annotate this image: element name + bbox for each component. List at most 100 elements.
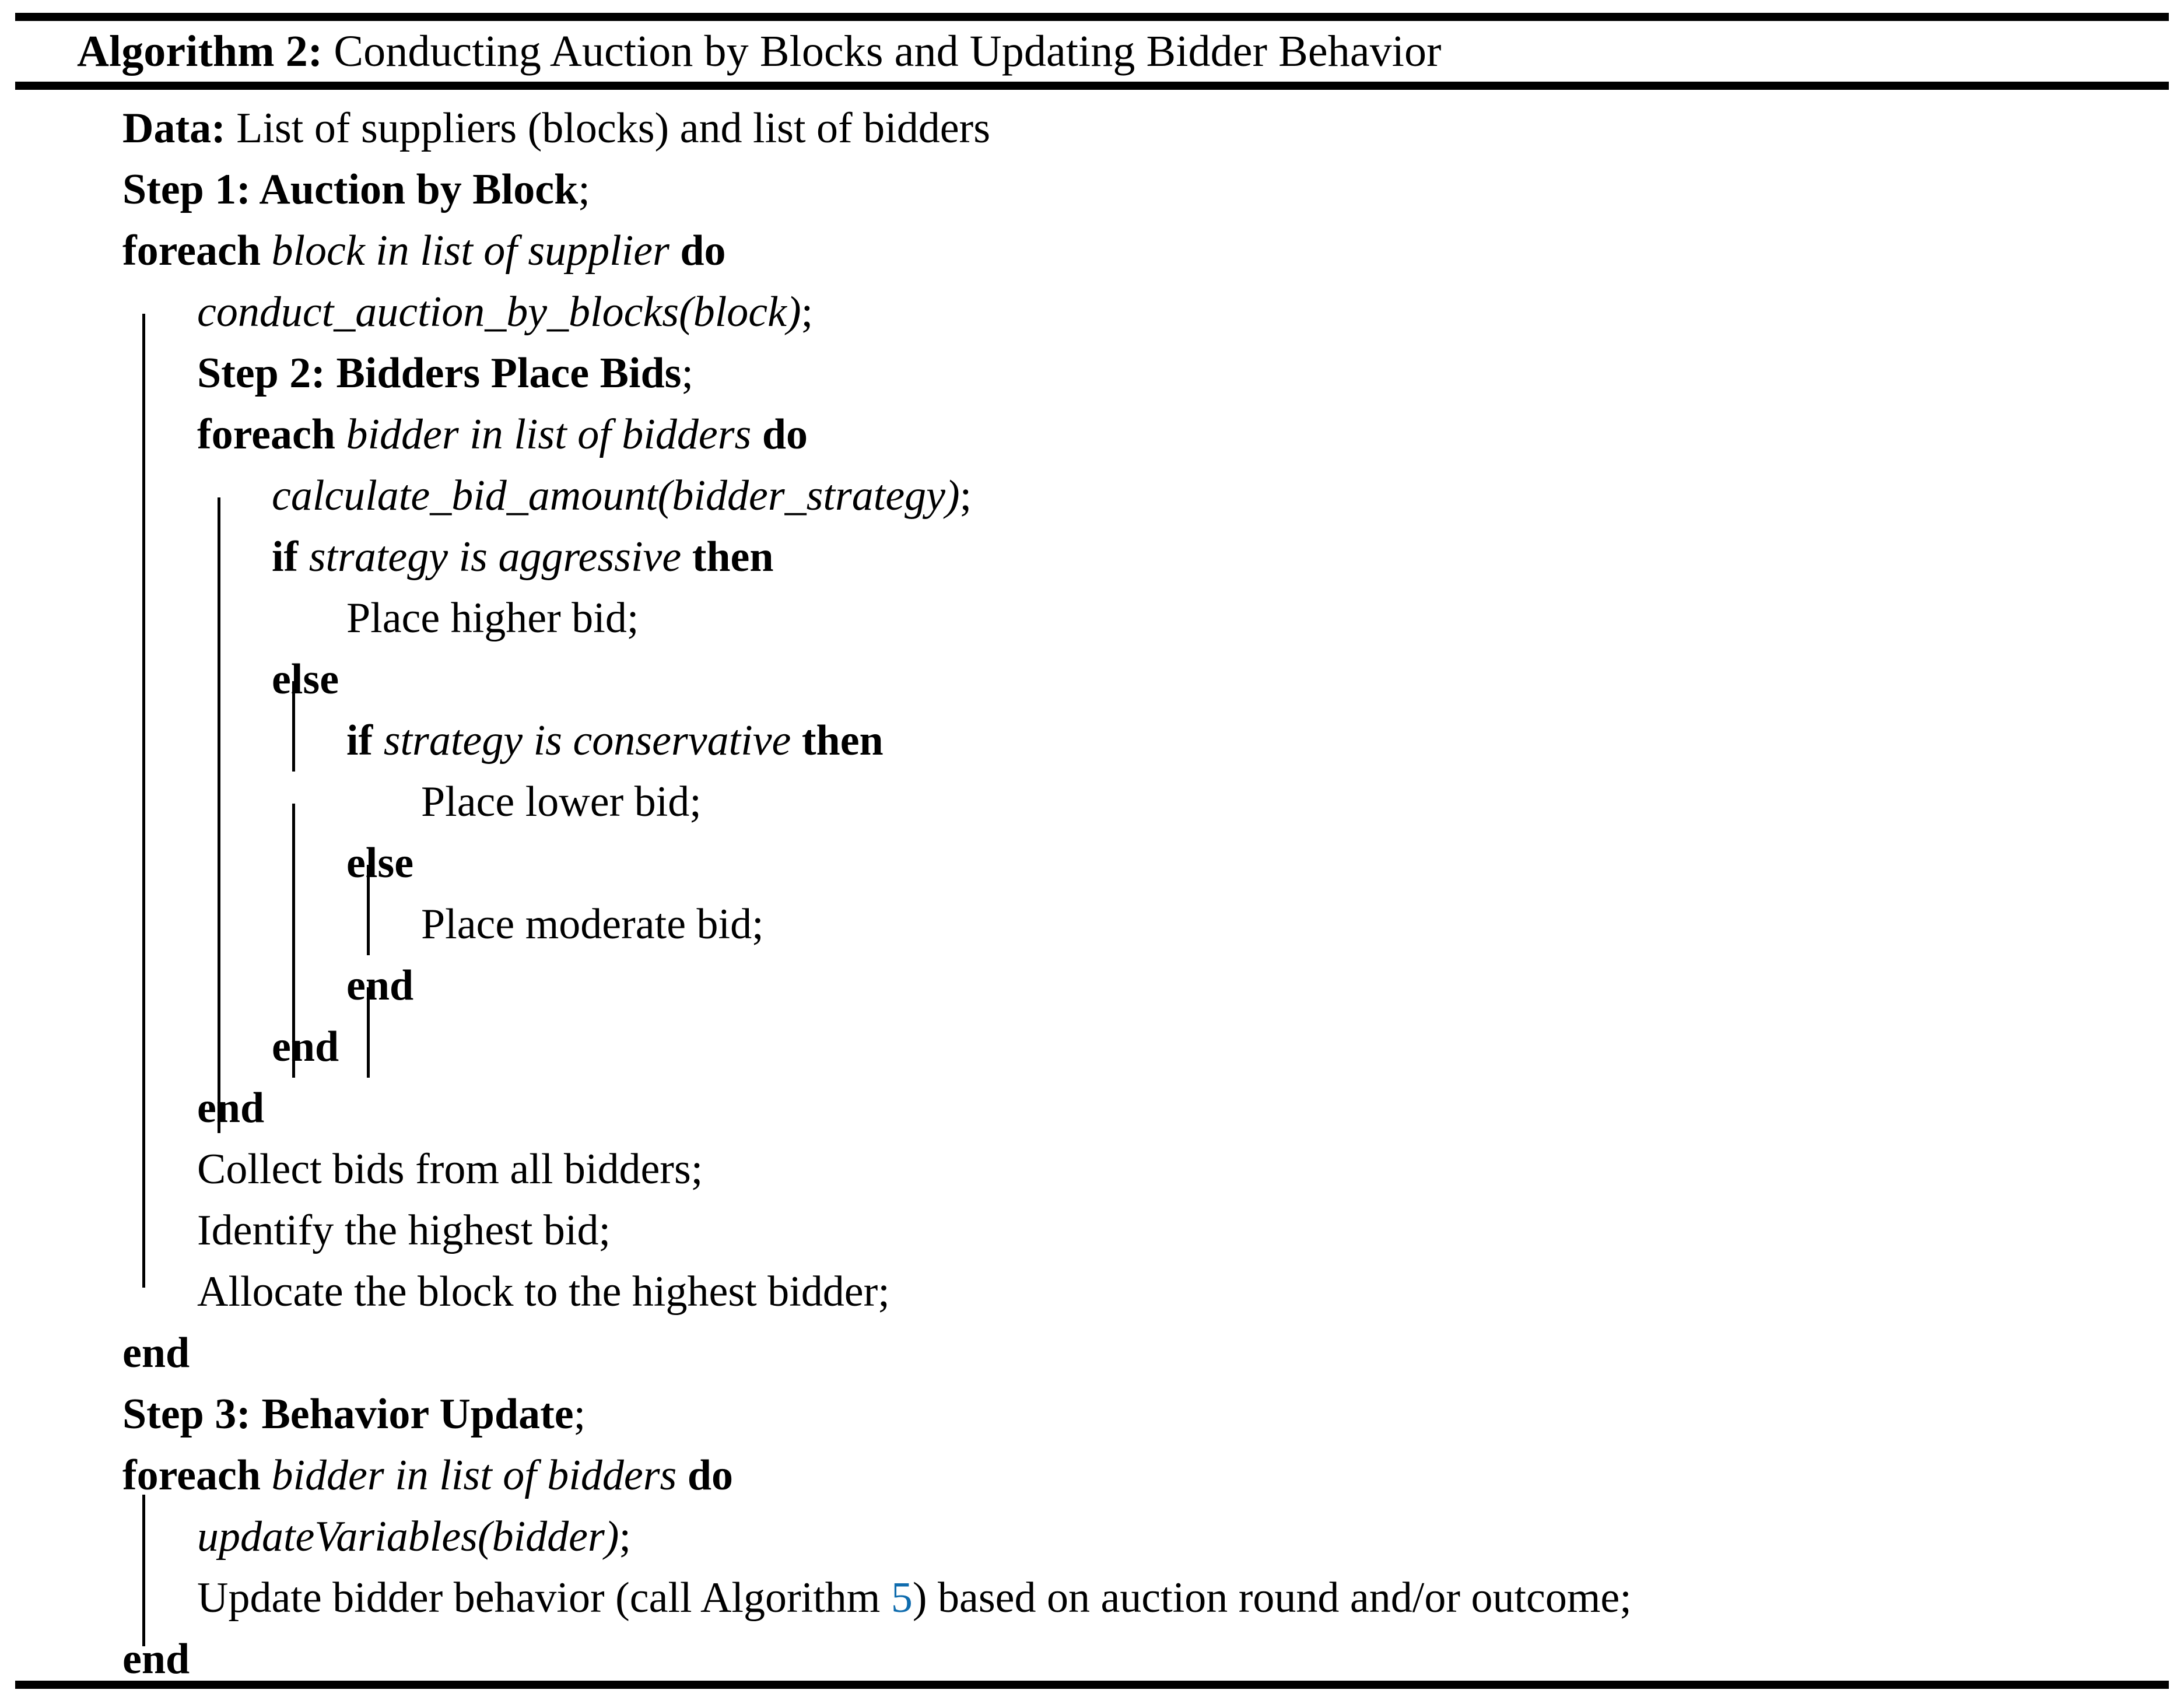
line-text: Update bidder behavior (call Algorithm 5… [197,1568,1632,1629]
identifier: updateVariables(bidder) [197,1513,619,1561]
identifier: bidder in list of bidders [335,411,762,458]
algorithm-line-end-inner-if: end [0,955,2184,1016]
algorithm-line-step2: Step 2: Bidders Place Bids; [0,343,2184,404]
keyword: end [122,1635,190,1683]
line-text: end [197,1078,264,1139]
algorithm-line-else-2: else [0,833,2184,894]
indent-guide-level-3 [292,804,295,1078]
algorithm-line-end-foreach-bidder: end [0,1078,2184,1139]
keyword: Step 1: Auction by Block [122,166,579,213]
rule-bottom [15,1681,2169,1689]
algorithm-line-end-foreach-block: end [0,1323,2184,1384]
statement-text: Collect bids from all bidders; [197,1145,703,1193]
keyword: else [272,655,339,703]
keyword: Step 3: Behavior Update [122,1390,574,1438]
line-text: end [122,1629,190,1690]
keyword-tail: do [687,1451,733,1499]
keyword: foreach [122,227,261,275]
identifier: calculate_bid_amount(bidder_strategy) [272,472,960,520]
indent-guide-level-3 [292,681,295,772]
keyword: if [346,717,373,765]
line-text: foreach bidder in list of bidders do [197,404,808,465]
statement-text: List of suppliers (blocks) and list of b… [225,104,990,152]
keyword: end [197,1084,265,1132]
algorithm-caption-label: Algorithm 2: [77,27,323,76]
algorithm-line-step3: Step 3: Behavior Update; [0,1384,2184,1445]
algorithm-line-data: Data: List of suppliers (blocks) and lis… [0,98,2184,159]
line-text: else [272,649,339,710]
statement-text: Identify the highest bid; [197,1207,611,1254]
line-text: end [346,955,413,1016]
indent-guide-level-4 [367,987,370,1078]
line-text: foreach block in list of supplier do [122,220,726,282]
statement-text: ; [578,166,590,213]
statement-text: Place higher bid; [346,594,639,642]
indent-guide-level-2 [218,497,220,1133]
statement-text: ; [619,1513,632,1561]
keyword-tail: do [762,411,808,458]
keyword-tail: do [680,227,726,275]
algorithm-line-allocate-block: Allocate the block to the highest bidder… [0,1261,2184,1323]
line-text: updateVariables(bidder); [197,1506,631,1568]
text-after-ref: ) based on auction round and/or outcome; [912,1574,1632,1622]
line-text: end [272,1016,339,1078]
line-text: Collect bids from all bidders; [197,1139,703,1200]
line-text: Data: List of suppliers (blocks) and lis… [122,98,990,159]
algorithm-body: Data: List of suppliers (blocks) and lis… [0,98,2184,1690]
algorithm-line-foreach-block: foreach block in list of supplier do [0,220,2184,282]
indent-guide-level-1 [142,314,145,1288]
algorithm-caption-title: Conducting Auction by Blocks and Updatin… [322,27,1442,76]
identifier: bidder in list of bidders [261,1451,688,1499]
line-text: Step 3: Behavior Update; [122,1384,586,1445]
line-text: foreach bidder in list of bidders do [122,1445,733,1506]
statement-text: Place moderate bid; [421,900,764,948]
statement-text: Place lower bid; [421,778,702,826]
keyword: end [272,1023,339,1071]
line-text: Step 1: Auction by Block; [122,159,590,220]
algorithm-cross-reference[interactable]: 5 [891,1574,913,1622]
algorithm-line-step1: Step 1: Auction by Block; [0,159,2184,220]
rule-under-caption [15,82,2169,90]
statement-text: ; [959,472,972,520]
statement-text: ; [573,1390,586,1438]
algorithm-caption: Algorithm 2: Conducting Auction by Block… [77,23,1441,79]
keyword: foreach [197,411,335,458]
line-text: else [346,833,413,894]
keyword-tail: then [692,533,774,581]
keyword: end [346,962,414,1009]
algorithm-line-place-higher-bid: Place higher bid; [0,588,2184,649]
text-before-ref: Update bidder behavior (call Algorithm [197,1574,891,1622]
algorithm-line-else-1: else [0,649,2184,710]
algorithm-line-if-aggressive: if strategy is aggressive then [0,527,2184,588]
identifier: strategy is conservative [373,717,802,765]
keyword: Step 2: Bidders Place Bids [197,349,682,397]
algorithm-line-place-moderate-bid: Place moderate bid; [0,894,2184,955]
keyword: Data: [122,104,226,152]
line-text: if strategy is conservative then [346,710,884,772]
line-text: Place lower bid; [421,772,702,833]
line-text: calculate_bid_amount(bidder_strategy); [272,465,972,527]
identifier: conduct_auction_by_blocks(block) [197,288,801,336]
line-text: end [122,1323,190,1384]
algorithm-line-update-behavior: Update bidder behavior (call Algorithm 5… [0,1568,2184,1629]
algorithm-line-conduct-auction: conduct_auction_by_blocks(block); [0,282,2184,343]
algorithm-line-place-lower-bid: Place lower bid; [0,772,2184,833]
line-text: if strategy is aggressive then [272,527,774,588]
line-text: Allocate the block to the highest bidder… [197,1261,890,1323]
algorithm-line-identify-highest: Identify the highest bid; [0,1200,2184,1261]
algorithm-line-foreach-bidder-2: foreach bidder in list of bidders do [0,1445,2184,1506]
keyword: end [122,1329,190,1377]
algorithm-line-if-conservative: if strategy is conservative then [0,710,2184,772]
line-text: Step 2: Bidders Place Bids; [197,343,693,404]
algorithm-line-foreach-bidder: foreach bidder in list of bidders do [0,404,2184,465]
keyword: if [272,533,299,581]
algorithm-line-calculate-bid: calculate_bid_amount(bidder_strategy); [0,465,2184,527]
line-text: Place moderate bid; [421,894,764,955]
algorithm-line-update-variables: updateVariables(bidder); [0,1506,2184,1568]
statement-text: ; [681,349,694,397]
keyword: else [346,839,414,887]
line-text: conduct_auction_by_blocks(block); [197,282,813,343]
keyword-tail: then [801,717,884,765]
rule-top [15,13,2169,21]
